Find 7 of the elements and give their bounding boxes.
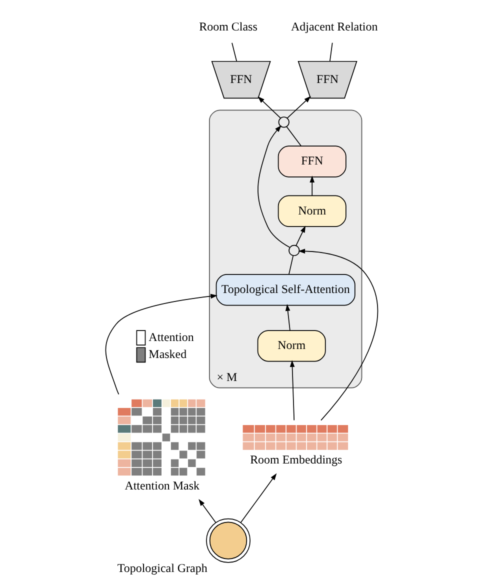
legend-label: Masked bbox=[148, 347, 187, 362]
legend-label: Attention bbox=[148, 330, 194, 344]
node-label: Room Embeddings bbox=[250, 452, 342, 467]
node-text: Room Class bbox=[199, 19, 258, 34]
node-text: Adjacent Relation bbox=[291, 19, 378, 34]
node-label: Attention Mask bbox=[124, 478, 200, 492]
node-label: Topological Graph bbox=[117, 560, 208, 575]
